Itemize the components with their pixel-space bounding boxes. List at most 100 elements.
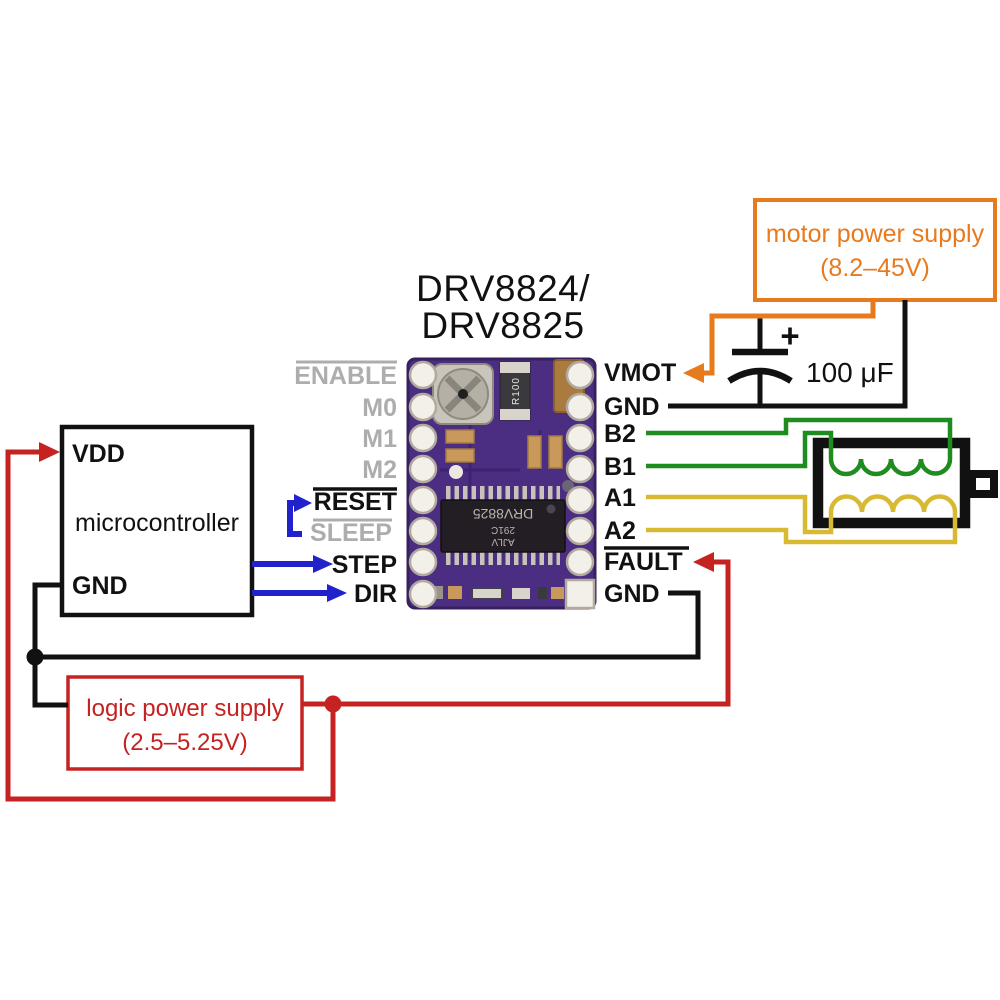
capacitor-polarity-mark: + xyxy=(780,317,799,354)
passive-1 xyxy=(445,429,475,444)
ic-marking: AJLV 291C DRV8825 xyxy=(473,504,556,547)
passive-6 xyxy=(448,586,462,599)
motor-shaft xyxy=(968,470,998,498)
a-coil-wires xyxy=(646,494,958,545)
pin-label-gnd-top: GND xyxy=(604,393,660,421)
a-coil-winding xyxy=(828,494,958,513)
ic-marking-line-2: 291C xyxy=(491,524,515,535)
ic-marking-line-3: DRV8825 xyxy=(473,506,534,522)
pin-label-vmot: VMOT xyxy=(604,359,676,387)
b2-wire xyxy=(646,417,953,459)
vmot-arrowhead-icon xyxy=(683,363,704,383)
capacitor-100uF: + 100 μF xyxy=(727,314,894,406)
mc-vdd-pin-label: VDD xyxy=(72,440,125,468)
passive-7 xyxy=(471,587,503,600)
left-pin-labels: ENABLE M0 M1 M2 RESET SLEEP STEP DIR xyxy=(294,360,397,608)
driver-gnd-return-wire xyxy=(35,590,701,660)
pin-label-dir: DIR xyxy=(354,580,397,608)
ground-wires xyxy=(32,300,908,708)
microcontroller-border xyxy=(59,424,255,618)
vdd-arrowhead-icon xyxy=(39,442,60,462)
resistor-marking-1: R100 xyxy=(511,377,522,405)
vmot-supply-wire xyxy=(683,300,876,383)
via-hole xyxy=(449,465,463,479)
small-passives xyxy=(445,429,574,492)
pin-pad xyxy=(408,423,438,453)
pin-pad xyxy=(565,516,595,546)
ic-marking-line-1: AJLV xyxy=(491,536,514,547)
capacitor-value-label: 100 μF xyxy=(806,357,894,388)
title-line-2: DRV8825 xyxy=(421,305,584,346)
trimpot-center xyxy=(458,389,468,399)
microcontroller-label: microcontroller xyxy=(75,509,239,537)
resistor-cap xyxy=(500,409,530,420)
motor-supply-gnd-wire xyxy=(668,300,908,409)
mc-gnd-pin-label: GND xyxy=(72,572,128,600)
ic-pin1-dot xyxy=(546,504,556,514)
vmot-wire-path xyxy=(702,300,876,376)
ic-body xyxy=(440,499,566,553)
pin-pad-square xyxy=(564,578,596,610)
pin-label-m2: M2 xyxy=(362,456,397,484)
dir-arrowhead-icon xyxy=(327,584,347,602)
passive-2 xyxy=(445,448,475,463)
motor-power-supply-label: motor power supply xyxy=(766,220,985,248)
a1-wire xyxy=(646,494,834,535)
pin-pad xyxy=(565,360,595,390)
pin-pad xyxy=(408,454,438,484)
passive-10 xyxy=(551,587,564,599)
passive-3 xyxy=(527,435,542,469)
motor-power-supply-box: motor power supply (8.2–45V) xyxy=(753,198,997,302)
logic-supply-junction-dot xyxy=(324,695,342,713)
pin-label-sleep: SLEEP xyxy=(310,519,392,547)
pin-pad xyxy=(408,579,438,609)
trimpot xyxy=(432,363,494,425)
driver-ic: AJLV 291C DRV8825 xyxy=(440,486,566,565)
logic-power-supply-range: (2.5–5.25V) xyxy=(122,729,247,756)
logic-supply-wires xyxy=(5,442,731,802)
stepper-motor-symbol xyxy=(812,437,998,529)
pin-label-reset: RESET xyxy=(314,488,397,516)
header-pads xyxy=(408,360,596,610)
pin-label-m0: M0 xyxy=(362,394,397,422)
passive-8 xyxy=(512,588,530,599)
fault-arrowhead-icon xyxy=(693,552,714,572)
pin-label-m1: M1 xyxy=(362,425,397,453)
pin-pad xyxy=(408,392,438,422)
reset-arrowhead-icon xyxy=(294,494,312,512)
pin-pad xyxy=(565,423,595,453)
pin-pad xyxy=(565,454,595,484)
logic-power-supply-label: logic power supply xyxy=(86,695,283,722)
driver-board: R100 AJLV 291C DRV8825 xyxy=(406,357,597,610)
capacitor-negative-plate xyxy=(727,367,793,384)
logic-power-supply-border xyxy=(66,675,304,771)
pin-label-gnd-bottom: GND xyxy=(604,580,660,608)
pin-pad xyxy=(408,360,438,390)
logic-power-supply-box: logic power supply (2.5–5.25V) xyxy=(66,675,304,771)
pin-label-enable: ENABLE xyxy=(294,362,397,390)
right-pin-labels: VMOT GND B2 B1 A1 A2 FAULT GND xyxy=(604,359,689,608)
pin-pad xyxy=(408,516,438,546)
gnd-junction-dot xyxy=(26,648,44,666)
pin-pad xyxy=(408,485,438,515)
pin-label-b2: B2 xyxy=(604,420,636,448)
control-signal-wires xyxy=(252,494,347,602)
a2-wire xyxy=(646,512,958,545)
passive-4 xyxy=(548,435,563,469)
mc-gnd-wire xyxy=(32,582,68,708)
pin-pad xyxy=(408,547,438,577)
motor-power-supply-range: (8.2–45V) xyxy=(820,254,930,282)
microcontroller-box: VDD microcontroller GND xyxy=(59,424,255,618)
passive-9 xyxy=(538,587,547,599)
b-coil-winding xyxy=(828,458,953,477)
pin-label-a2: A2 xyxy=(604,517,636,545)
pin-label-b1: B1 xyxy=(604,453,636,481)
sense-resistors: R100 xyxy=(499,361,531,421)
title-line-1: DRV8824/ xyxy=(416,268,590,309)
reset-sleep-jumper-wire xyxy=(287,500,302,537)
vdd-wire xyxy=(5,449,336,802)
pin-label-step: STEP xyxy=(332,551,397,579)
b-coil-wires xyxy=(646,417,953,477)
